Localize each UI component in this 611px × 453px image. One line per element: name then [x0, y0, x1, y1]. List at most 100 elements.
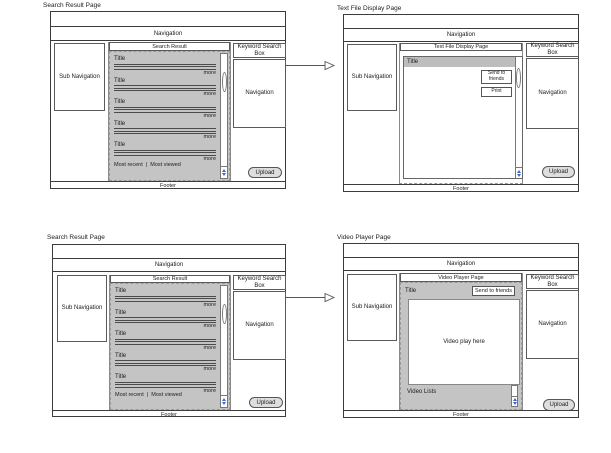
scrollbar[interactable]: [511, 385, 518, 407]
item-title: Title: [114, 99, 126, 105]
footer-bar: Footer: [344, 410, 578, 419]
more-link[interactable]: more: [203, 323, 216, 329]
scroll-arrows-icon[interactable]: [221, 166, 227, 178]
scrollbar[interactable]: [220, 285, 228, 408]
keyword-search-box[interactable]: Keyword Search Box: [233, 43, 286, 58]
video-lists-label: Video Lists: [407, 389, 437, 395]
arrow-down-icon: [222, 173, 226, 176]
more-link[interactable]: more: [203, 155, 216, 162]
arrow-up-icon: [222, 398, 226, 401]
navigation-label: Navigation: [153, 30, 183, 37]
sub-navigation-label: Sub Navigation: [351, 74, 393, 81]
more-link[interactable]: more: [203, 112, 216, 119]
more-link[interactable]: more: [203, 344, 216, 351]
navigation-box[interactable]: Navigation: [526, 58, 579, 129]
arrow-up-icon: [512, 398, 517, 401]
navigation-box[interactable]: Navigation: [233, 59, 286, 128]
item-title: Title: [114, 120, 126, 127]
upload-button[interactable]: Upload: [248, 167, 282, 178]
page-title: Video Player Page: [337, 234, 391, 241]
scroll-arrows-icon[interactable]: [221, 395, 227, 407]
navigation-bar[interactable]: Navigation: [344, 29, 578, 42]
more-link[interactable]: more: [203, 69, 216, 76]
text-placeholder-line: [114, 63, 216, 65]
navigation-bar[interactable]: Navigation: [344, 258, 578, 271]
document-title-bar: Title: [404, 57, 515, 67]
navigation-label: Navigation: [446, 32, 476, 38]
more-link[interactable]: more: [203, 366, 216, 372]
browser-window: Navigation Sub Navigation Search Result …: [52, 244, 286, 418]
sub-navigation-box[interactable]: Sub Navigation: [54, 43, 105, 111]
browser-window: Navigation Sub Navigation Video Player P…: [343, 243, 579, 418]
arrow-up-icon: [222, 169, 226, 172]
navigation-box-label: Navigation: [245, 90, 274, 97]
keyword-search-label: Keyword Search Box: [530, 274, 575, 288]
send-to-friends-button[interactable]: Send to friends: [472, 286, 515, 296]
sub-navigation-box[interactable]: Sub Navigation: [347, 274, 397, 341]
sub-navigation-box[interactable]: Sub Navigation: [57, 275, 107, 342]
more-link[interactable]: more: [203, 387, 216, 394]
sub-navigation-box[interactable]: Sub Navigation: [347, 44, 397, 111]
upload-button[interactable]: Upload: [249, 397, 283, 408]
sub-navigation-label: Sub Navigation: [351, 304, 393, 311]
navigation-box[interactable]: Navigation: [526, 290, 579, 359]
keyword-search-box[interactable]: Keyword Search Box: [233, 275, 286, 290]
page-title: Search Result Page: [47, 234, 105, 241]
scrollbar-thumb[interactable]: [221, 304, 227, 324]
navigation-box-label: Navigation: [245, 322, 274, 329]
list-item: Title more: [114, 142, 216, 162]
flow-arrow: [286, 60, 336, 71]
footer-bar: Footer: [53, 410, 285, 418]
upload-button[interactable]: Upload: [542, 166, 575, 178]
item-title: Title: [114, 56, 126, 62]
print-button[interactable]: Print: [481, 87, 512, 97]
navigation-label: Navigation: [154, 262, 184, 268]
page-title: Text File Display Page: [337, 5, 402, 12]
more-link[interactable]: more: [203, 301, 216, 308]
navigation-box-label: Navigation: [538, 90, 567, 97]
sub-navigation-label: Sub Navigation: [61, 305, 103, 312]
keyword-search-box[interactable]: Keyword Search Box: [526, 274, 579, 289]
scrollbar[interactable]: [220, 53, 228, 179]
item-title: Title: [115, 374, 127, 380]
video-placeholder-label: Video play here: [443, 339, 485, 345]
document-area: Title Send to friends Print: [403, 56, 523, 179]
window-chrome: [344, 15, 578, 29]
arrow-down-icon: [517, 173, 521, 177]
more-link[interactable]: more: [203, 91, 216, 97]
navigation-bar[interactable]: Navigation: [53, 259, 285, 272]
window-chrome: [344, 244, 578, 258]
scrollbar[interactable]: [515, 57, 522, 178]
more-link[interactable]: more: [203, 134, 216, 140]
scroll-arrows-icon[interactable]: [512, 396, 517, 406]
scrollbar-thumb[interactable]: [221, 72, 227, 92]
navigation-bar[interactable]: Navigation: [51, 27, 285, 41]
window-chrome: [53, 245, 285, 259]
scrollbar-thumb[interactable]: [516, 68, 521, 88]
arrow-down-icon: [222, 402, 226, 405]
content-header: Video Player Page: [400, 273, 522, 282]
flow-arrow: [286, 292, 336, 303]
page-title: Search Result Page: [43, 2, 101, 9]
keyword-search-label: Keyword Search Box: [237, 275, 282, 289]
list-item: Title more: [115, 374, 216, 394]
scroll-arrows-icon[interactable]: [516, 167, 522, 178]
keyword-search-box[interactable]: Keyword Search Box: [526, 43, 579, 57]
window-chrome: [51, 12, 285, 27]
send-to-friends-button[interactable]: Send to friends: [481, 70, 512, 84]
item-title: Title: [114, 142, 126, 148]
item-title: Title: [115, 288, 127, 294]
list-item: Title more: [114, 99, 216, 119]
video-column: Video Player Page Title Send to friends …: [399, 273, 523, 410]
keyword-search-label: Keyword Search Box: [530, 43, 575, 56]
sort-links[interactable]: Most recent | Most viewed: [115, 392, 182, 398]
navigation-box[interactable]: Navigation: [233, 291, 286, 360]
video-player-area[interactable]: Video play here: [408, 299, 520, 385]
sort-links[interactable]: Most recent | Most viewed: [114, 162, 181, 168]
list-item: Title more: [115, 288, 216, 308]
